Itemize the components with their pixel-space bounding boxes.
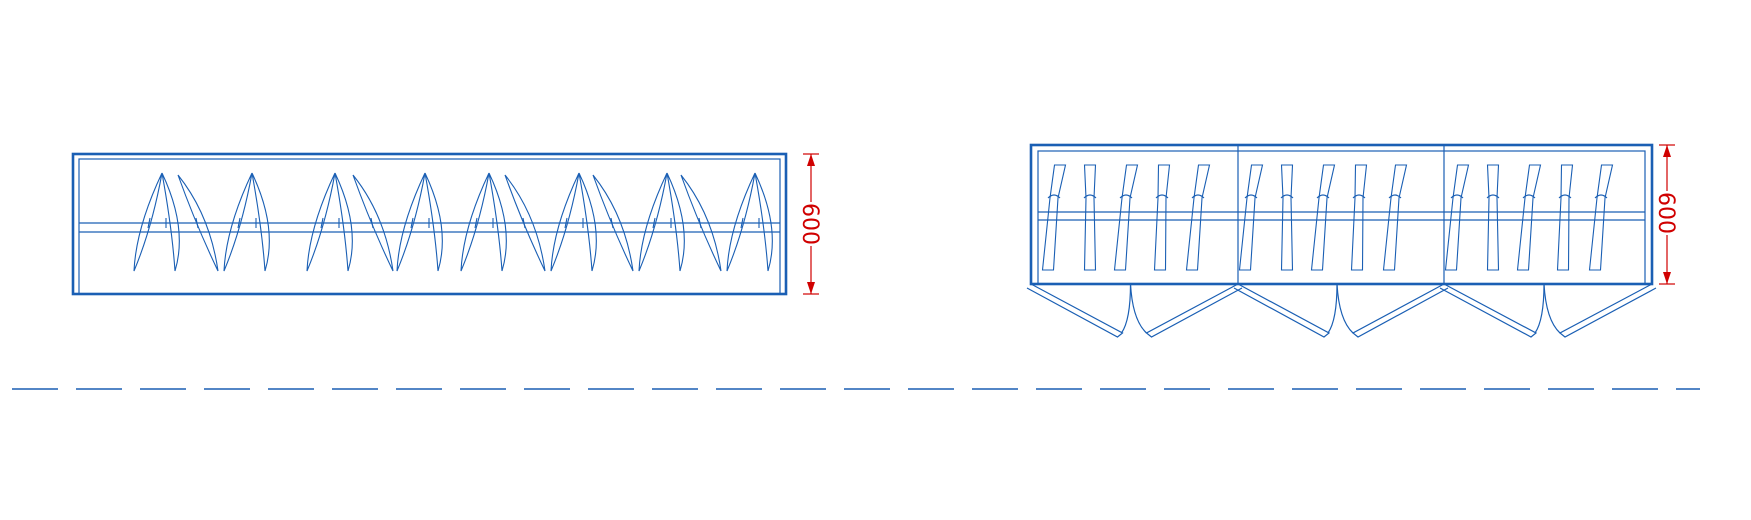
garment-collar <box>1155 194 1169 199</box>
garment-outline <box>1382 164 1408 271</box>
door-panel-right <box>1145 283 1243 338</box>
garment-outline <box>1185 164 1211 271</box>
garment-outline <box>1516 164 1542 271</box>
door-panel-left <box>1439 283 1538 338</box>
garment-outline <box>1238 164 1264 271</box>
garment-collar <box>1316 194 1330 199</box>
right-outer-frame <box>1029 143 1654 286</box>
garment-outline <box>754 172 773 272</box>
garment-collar <box>1558 194 1572 199</box>
door-swing-arc <box>1327 283 1338 334</box>
left-dimension-arrow-bottom <box>807 282 815 294</box>
garment-outline <box>1041 164 1067 271</box>
door-swing-arc <box>1120 283 1132 334</box>
garment-outline <box>1350 164 1368 271</box>
garment-fold <box>237 217 241 229</box>
left-hanging-garments <box>133 172 773 272</box>
garment-outline <box>161 172 180 272</box>
left-inner-frame <box>78 158 781 295</box>
right-hanging-garments <box>1041 164 1614 271</box>
garment-outline <box>1083 164 1097 271</box>
garment-outline <box>578 172 597 272</box>
garment-collar <box>1191 194 1205 199</box>
door-panel-right <box>1351 283 1449 338</box>
garment-outline <box>1280 164 1294 271</box>
garment-outline <box>424 172 443 272</box>
right-inner-frame <box>1037 150 1646 285</box>
garment-outline <box>306 172 336 272</box>
garment-fold <box>195 217 199 229</box>
garment-collar <box>1522 194 1536 199</box>
garment-collar <box>1352 194 1366 199</box>
garment-outline <box>223 172 253 272</box>
garment-fold <box>410 217 414 229</box>
garment-outline <box>177 174 219 272</box>
garment-collar <box>1594 194 1608 199</box>
garment-outline <box>251 172 270 272</box>
garment-fold <box>610 217 614 229</box>
garment-outline <box>1310 164 1336 271</box>
garment-outline <box>460 172 490 272</box>
garment-outline <box>680 174 722 272</box>
garment-collar <box>1388 194 1402 199</box>
garment-outline <box>1556 164 1574 271</box>
right-door-swings <box>1026 283 1657 338</box>
right-dimension-arrow-top <box>1663 145 1671 157</box>
garment-outline <box>334 172 353 272</box>
garment-fold <box>564 217 568 229</box>
garment-fold <box>740 217 744 229</box>
garment-fold <box>698 217 702 229</box>
right-dimension-arrow-bottom <box>1663 272 1671 284</box>
garment-outline <box>133 172 163 272</box>
right-dimension-gap <box>1657 191 1677 235</box>
door-swing-arc <box>1336 283 1354 334</box>
left-dimension-gap <box>801 202 821 246</box>
garment-collar <box>1047 194 1061 199</box>
garment-collar <box>1450 194 1464 199</box>
garment-outline <box>550 172 580 272</box>
door-swing-arc <box>1543 283 1561 334</box>
garment-collar <box>1486 194 1500 199</box>
garment-outline <box>1588 164 1614 271</box>
left-dimension-arrow-top <box>807 154 815 166</box>
garment-fold <box>652 217 656 229</box>
garment-outline <box>488 172 507 272</box>
right-closet-elevation <box>1026 143 1657 338</box>
garment-fold <box>147 217 151 229</box>
garment-fold <box>320 217 324 229</box>
left-dimension-label: 600 <box>797 203 822 245</box>
garment-outline <box>352 174 394 272</box>
garment-outline <box>638 172 668 272</box>
door-panel-right <box>1558 283 1657 338</box>
door-swing-arc <box>1534 283 1545 334</box>
garment-outline <box>1444 164 1470 271</box>
garment-collar <box>1280 194 1294 199</box>
garment-outline <box>726 172 756 272</box>
garment-outline <box>1113 164 1139 271</box>
right-dimension-label: 600 <box>1653 192 1678 234</box>
garment-outline <box>1153 164 1171 271</box>
door-swing-arc <box>1129 283 1147 334</box>
right-height-dimension: 600 <box>1653 144 1678 285</box>
left-height-dimension: 600 <box>797 153 822 295</box>
garment-outline <box>504 174 546 272</box>
garment-collar <box>1244 194 1258 199</box>
garment-outline <box>592 174 634 272</box>
garment-outline <box>1486 164 1500 271</box>
left-closet-elevation <box>71 152 788 296</box>
garment-fold <box>370 217 374 229</box>
garment-collar <box>1119 194 1133 199</box>
garment-collar <box>1083 194 1097 199</box>
door-panel-left <box>1233 283 1331 338</box>
garment-fold <box>522 217 526 229</box>
garment-outline <box>396 172 426 272</box>
door-panel-left <box>1026 283 1124 338</box>
garment-outline <box>666 172 685 272</box>
garment-fold <box>474 217 478 229</box>
